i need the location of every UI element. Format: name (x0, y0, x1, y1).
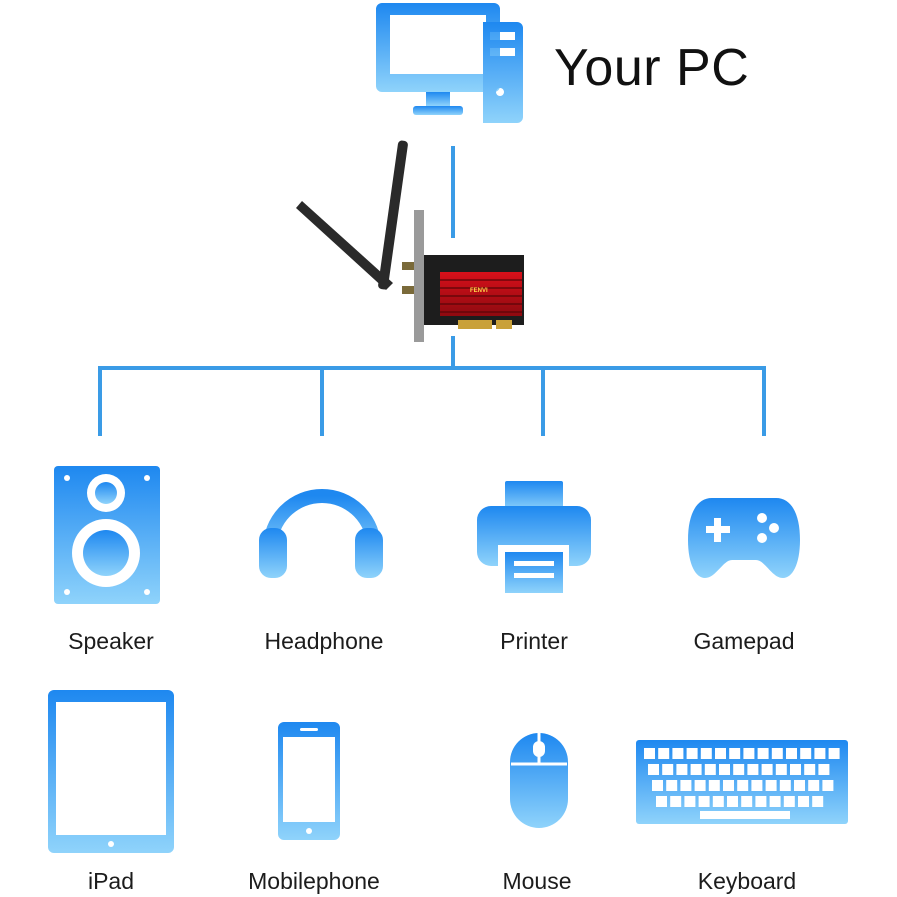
keyboard-key (747, 764, 759, 775)
keyboard-icon (636, 740, 848, 824)
keyboard-key (794, 780, 805, 791)
keyboard-key (769, 796, 781, 807)
keyboard-key (686, 748, 698, 759)
keyboard-key (761, 764, 773, 775)
keyboard-key (818, 764, 830, 775)
antenna-right (378, 140, 408, 290)
keyboard-key (737, 780, 749, 791)
mouse-icon (510, 733, 568, 828)
keyboard-key (741, 796, 753, 807)
keyboard-key (698, 796, 710, 807)
keyboard-key (715, 748, 726, 759)
keyboard-key (684, 796, 696, 807)
pc-icon (376, 3, 523, 123)
keyboard-key (786, 748, 797, 759)
keyboard-key (808, 780, 820, 791)
keyboard-key (680, 780, 692, 791)
keyboard-key (690, 764, 702, 775)
keyboard-spacebar (700, 811, 790, 819)
device-label-mobilephone: Mobilephone (248, 868, 380, 894)
wifi-card-image: FENVI (296, 140, 524, 342)
page-title: Your PC (554, 39, 750, 97)
keyboard-key (719, 764, 730, 775)
keyboard-key (775, 764, 787, 775)
keyboard-key (662, 764, 674, 775)
keyboard-key (828, 748, 840, 759)
keyboard-key (779, 780, 791, 791)
keyboard-key (790, 764, 801, 775)
mobilephone-icon (278, 722, 340, 840)
keyboard-key (751, 780, 763, 791)
keyboard-key (704, 764, 716, 775)
keyboard-key (733, 764, 745, 775)
tablet-icon (48, 690, 174, 853)
antenna-left (296, 201, 393, 290)
card-brand: FENVI (470, 288, 488, 294)
keyboard-key (644, 748, 655, 759)
device-label-keyboard: Keyboard (697, 868, 797, 894)
connector-lines (98, 146, 766, 436)
keyboard-key (729, 748, 741, 759)
keyboard-key (700, 748, 712, 759)
keyboard-key (648, 764, 659, 775)
headphone-icon (259, 489, 383, 578)
keyboard-key (755, 796, 767, 807)
keyboard-key (771, 748, 783, 759)
keyboard-key (676, 764, 688, 775)
printer-icon (477, 481, 591, 593)
device-label-printer: Printer (500, 628, 568, 654)
keyboard-key (656, 796, 667, 807)
heatsink (440, 272, 522, 316)
keyboard-key (670, 796, 682, 807)
bracket (414, 210, 424, 342)
keyboard-key (694, 780, 706, 791)
keyboard-key (743, 748, 755, 759)
keyboard-key (757, 748, 769, 759)
device-label-gamepad: Gamepad (693, 628, 795, 654)
keyboard-key (672, 748, 684, 759)
device-label-headphone: Headphone (264, 628, 384, 654)
keyboard-key (666, 780, 678, 791)
keyboard-key (727, 796, 738, 807)
keyboard-key (812, 796, 824, 807)
keyboard-key (723, 780, 734, 791)
speaker-icon (54, 466, 160, 604)
keyboard-key (783, 796, 795, 807)
keyboard-key (712, 796, 724, 807)
keyboard-key (822, 780, 834, 791)
device-label-speaker: Speaker (68, 628, 154, 654)
device-label-ipad: iPad (87, 868, 135, 894)
gamepad-icon (688, 498, 800, 578)
keyboard-key (798, 796, 809, 807)
keyboard-key (765, 780, 777, 791)
keyboard-key (652, 780, 663, 791)
keyboard-key (708, 780, 720, 791)
keyboard-key (658, 748, 670, 759)
keyboard-key (800, 748, 812, 759)
device-label-mouse: Mouse (502, 868, 572, 894)
keyboard-key (814, 748, 826, 759)
keyboard-key (804, 764, 816, 775)
